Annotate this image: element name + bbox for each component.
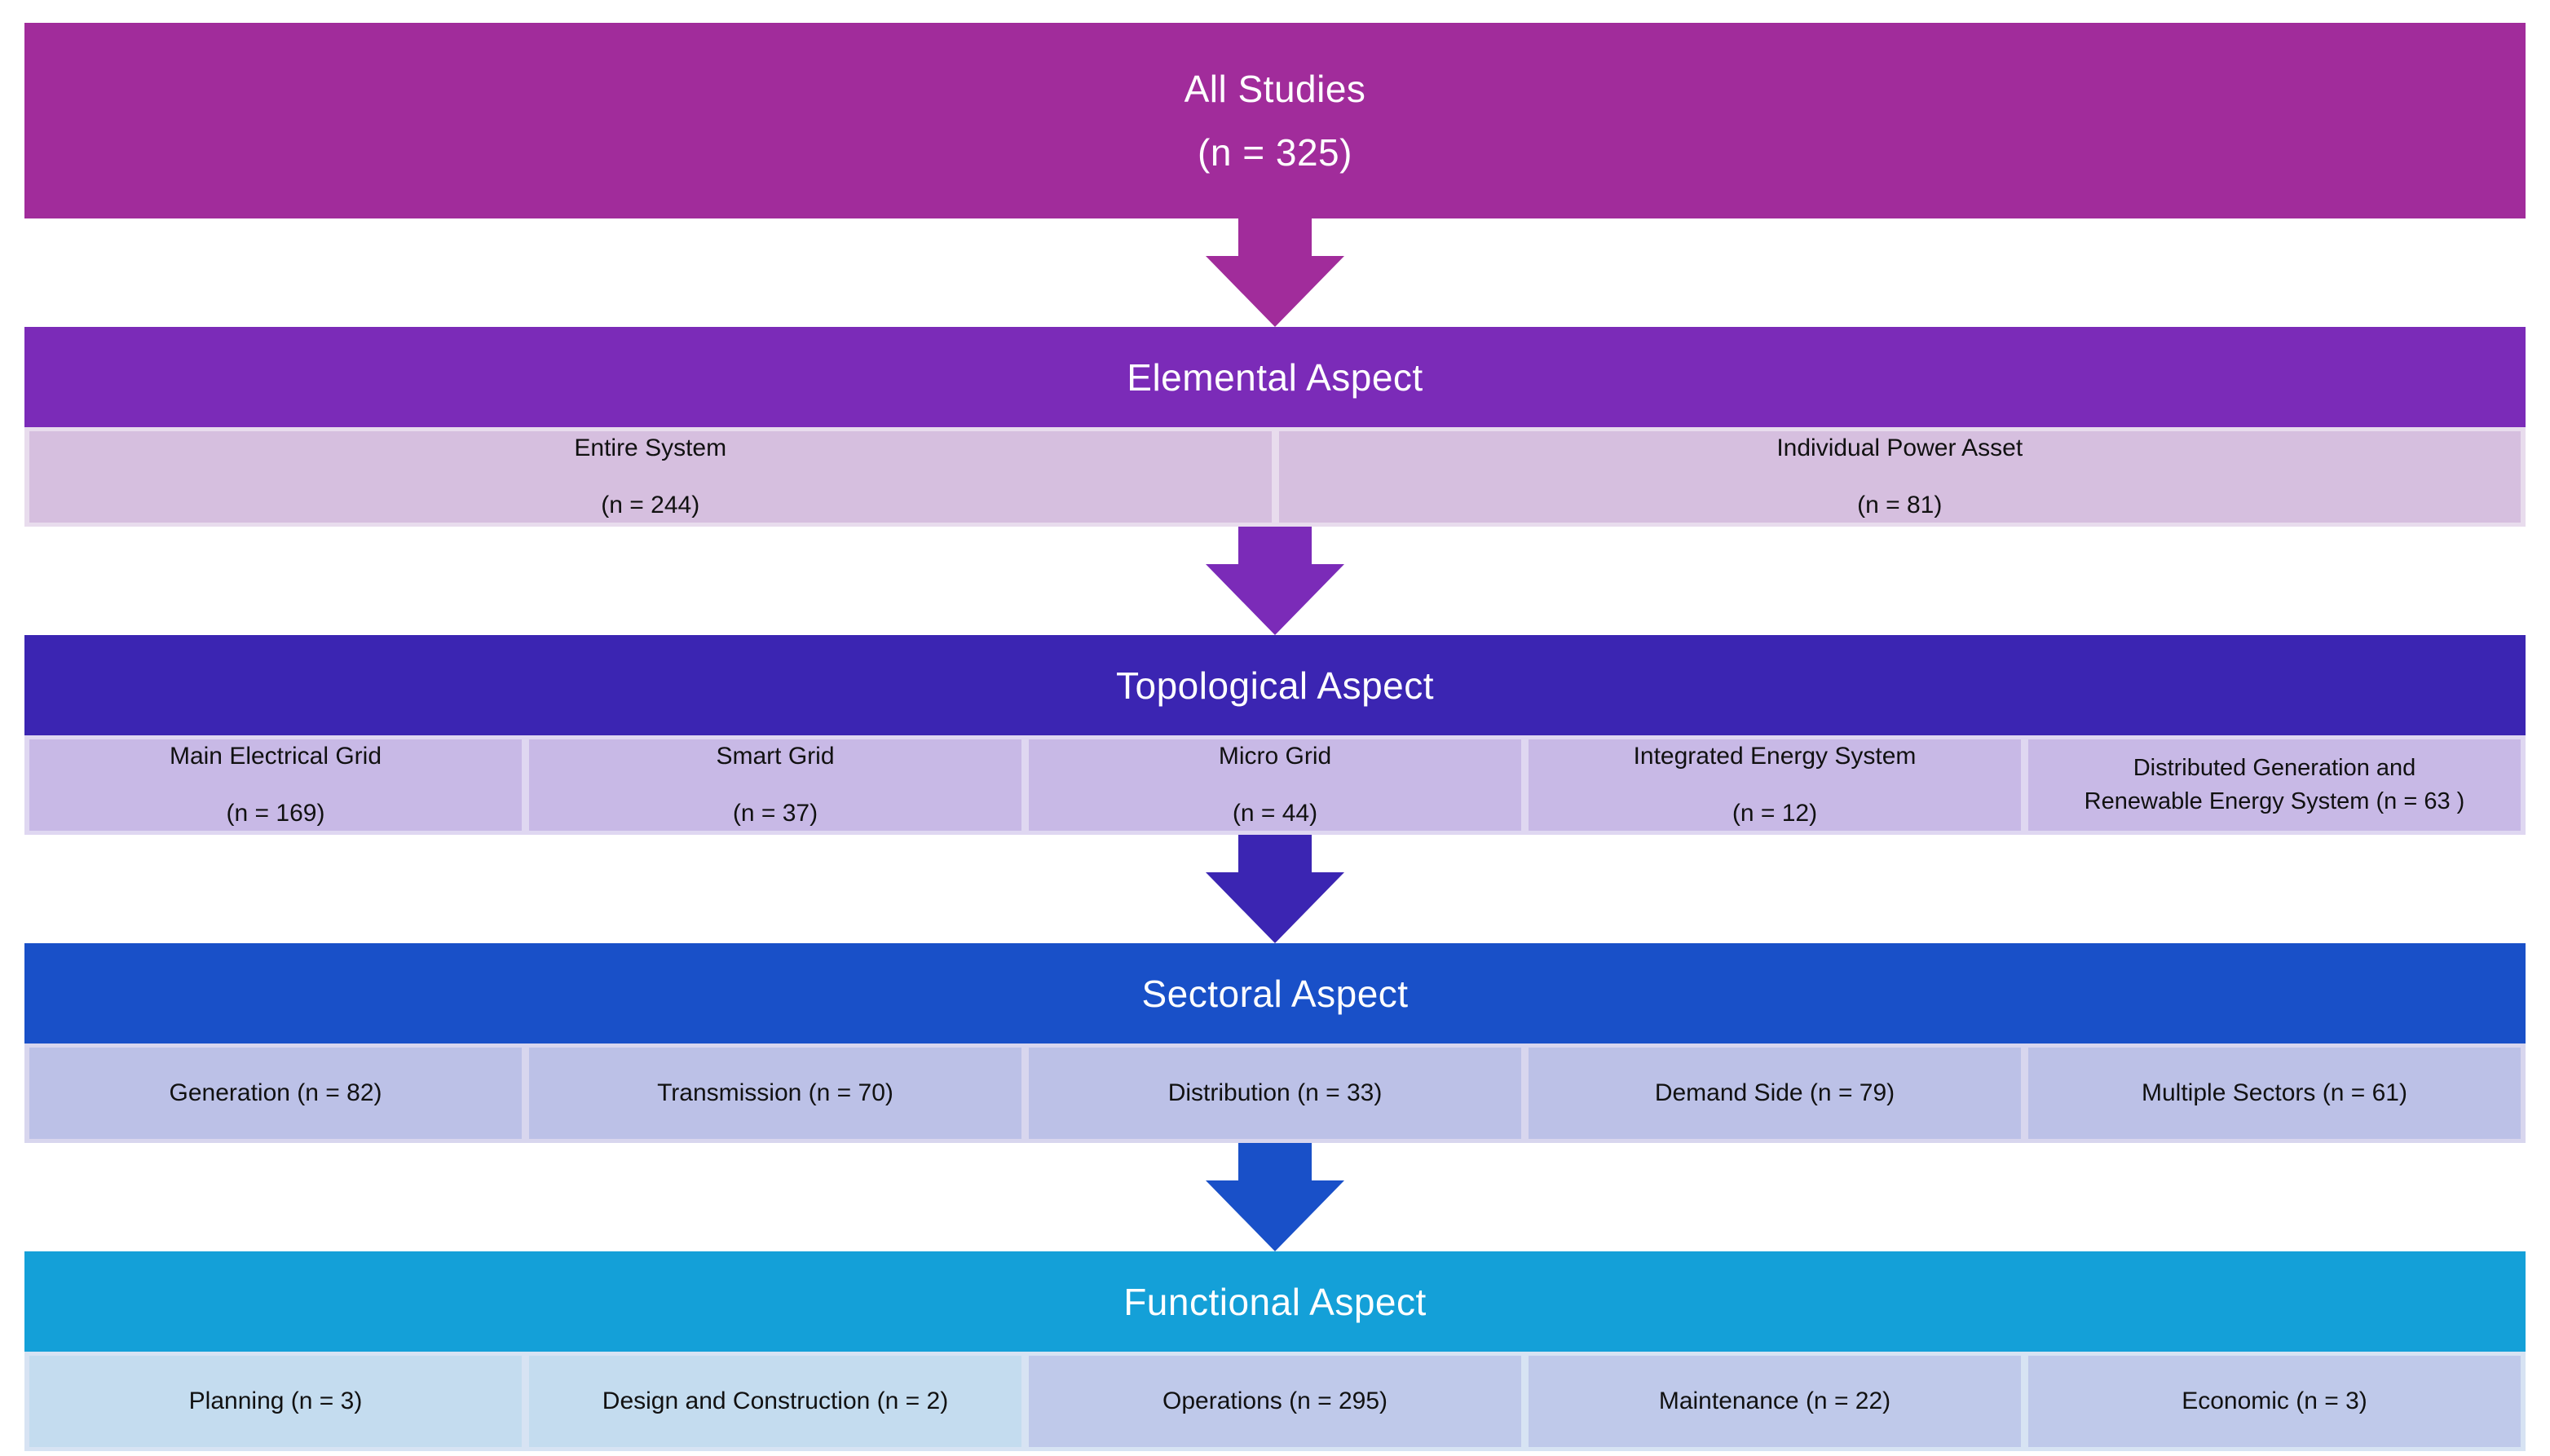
cell-label: Multiple Sectors (n = 61) bbox=[2142, 1079, 2407, 1106]
cell-smart-grid: Smart Grid (n = 37) bbox=[529, 739, 1021, 831]
level-topological: Topological Aspect Main Electrical Grid … bbox=[24, 635, 2526, 835]
all-studies-box: All Studies (n = 325) bbox=[24, 23, 2526, 218]
cell-label: Renewable Energy System (n = 63 ) bbox=[2084, 788, 2465, 814]
cell-integrated-energy-system: Integrated Energy System (n = 12) bbox=[1529, 739, 2021, 831]
down-arrow-icon bbox=[1206, 218, 1344, 327]
cell-label: Economic (n = 3) bbox=[2182, 1387, 2367, 1414]
cell-operations: Operations (n = 295) bbox=[1029, 1356, 1521, 1447]
level-header-functional: Functional Aspect bbox=[24, 1251, 2526, 1352]
down-arrow-icon bbox=[1206, 1143, 1344, 1251]
level-header-elemental: Elemental Aspect bbox=[24, 327, 2526, 427]
cell-economic: Economic (n = 3) bbox=[2028, 1356, 2521, 1447]
cell-label: Micro Grid bbox=[1218, 742, 1332, 770]
cell-distribution: Distribution (n = 33) bbox=[1029, 1048, 1521, 1139]
cell-count: (n = 44) bbox=[1232, 800, 1318, 827]
cell-label: Design and Construction (n = 2) bbox=[602, 1387, 949, 1414]
cell-label: Distribution (n = 33) bbox=[1167, 1079, 1383, 1106]
cell-design-and-construction: Design and Construction (n = 2) bbox=[529, 1356, 1021, 1447]
cell-label: Generation (n = 82) bbox=[169, 1079, 382, 1106]
cell-label: Entire System bbox=[574, 434, 727, 461]
cell-micro-grid: Micro Grid (n = 44) bbox=[1029, 739, 1521, 831]
cell-planning: Planning (n = 3) bbox=[29, 1356, 522, 1447]
cell-label: Maintenance (n = 22) bbox=[1658, 1387, 1891, 1414]
cell-label: Planning (n = 3) bbox=[188, 1387, 363, 1414]
level-sectoral: Sectoral Aspect Generation (n = 82) Tran… bbox=[24, 943, 2526, 1143]
cell-count: (n = 244) bbox=[601, 492, 700, 518]
cell-label: Transmission (n = 70) bbox=[657, 1079, 893, 1106]
all-studies-title: All Studies bbox=[1184, 68, 1366, 110]
cell-count: (n = 169) bbox=[226, 800, 325, 827]
cell-label: Distributed Generation and bbox=[2133, 754, 2416, 781]
cell-maintenance: Maintenance (n = 22) bbox=[1529, 1356, 2021, 1447]
cell-label: Integrated Energy System bbox=[1633, 742, 1917, 770]
level-title: Functional Aspect bbox=[1123, 1280, 1427, 1323]
level-title: Elemental Aspect bbox=[1127, 355, 1423, 399]
level-cells-elemental: Entire System (n = 244) Individual Power… bbox=[24, 427, 2526, 527]
cell-demand-side: Demand Side (n = 79) bbox=[1529, 1048, 2021, 1139]
cell-label: Operations (n = 295) bbox=[1162, 1387, 1388, 1414]
cell-entire-system: Entire System (n = 244) bbox=[29, 431, 1272, 523]
cell-individual-power-asset: Individual Power Asset (n = 81) bbox=[1278, 431, 2521, 523]
level-elemental: Elemental Aspect Entire System (n = 244)… bbox=[24, 327, 2526, 527]
cell-count: (n = 37) bbox=[732, 800, 818, 827]
cell-label: Individual Power Asset bbox=[1776, 434, 2023, 461]
cell-distributed-generation: Distributed Generation and Renewable Ene… bbox=[2028, 739, 2521, 831]
cell-label: Demand Side (n = 79) bbox=[1654, 1079, 1895, 1106]
down-arrow-icon bbox=[1206, 527, 1344, 635]
cell-label: Main Electrical Grid bbox=[169, 742, 382, 770]
all-studies-count: (n = 325) bbox=[1198, 131, 1352, 174]
cell-main-electrical-grid: Main Electrical Grid (n = 169) bbox=[29, 739, 522, 831]
level-cells-sectoral: Generation (n = 82) Transmission (n = 70… bbox=[24, 1043, 2526, 1143]
cell-generation: Generation (n = 82) bbox=[29, 1048, 522, 1139]
level-functional: Functional Aspect Planning (n = 3) Desig… bbox=[24, 1251, 2526, 1451]
cell-multiple-sectors: Multiple Sectors (n = 61) bbox=[2028, 1048, 2521, 1139]
level-title: Topological Aspect bbox=[1115, 664, 1435, 707]
level-cells-topological: Main Electrical Grid (n = 169) Smart Gri… bbox=[24, 735, 2526, 835]
level-cells-functional: Planning (n = 3) Design and Construction… bbox=[24, 1352, 2526, 1451]
level-header-topological: Topological Aspect bbox=[24, 635, 2526, 735]
cell-label: Smart Grid bbox=[716, 742, 835, 770]
down-arrow-icon bbox=[1206, 835, 1344, 943]
level-title: Sectoral Aspect bbox=[1141, 972, 1409, 1015]
cell-count: (n = 81) bbox=[1857, 492, 1943, 518]
level-header-sectoral: Sectoral Aspect bbox=[24, 943, 2526, 1043]
cell-transmission: Transmission (n = 70) bbox=[529, 1048, 1021, 1139]
cell-count: (n = 12) bbox=[1732, 800, 1818, 827]
